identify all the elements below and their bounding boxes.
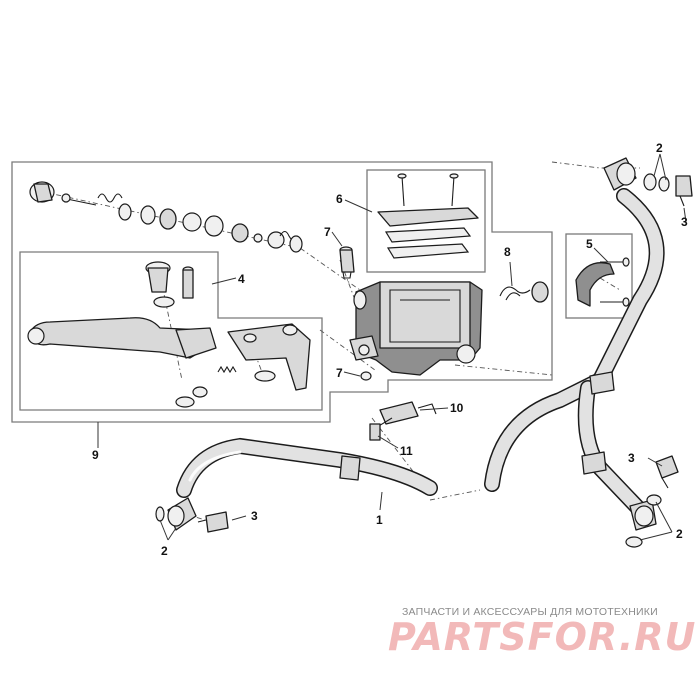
callout-2-top: 2 — [656, 141, 663, 155]
banjo-bolts — [655, 175, 693, 489]
piston-seal-kit — [29, 181, 303, 253]
brake-lever — [27, 261, 311, 408]
callout-6: 6 — [336, 192, 343, 206]
callout-3-top: 3 — [681, 215, 688, 229]
callout-11: 11 — [400, 444, 413, 458]
callout-2-right: 2 — [676, 527, 683, 541]
handlebar-clamp — [575, 257, 630, 307]
brake-hose-left — [167, 437, 438, 533]
callout-4: 4 — [238, 272, 245, 286]
clamp-frame — [565, 233, 633, 319]
bleed-screw — [339, 246, 372, 381]
callout-2-left: 2 — [161, 544, 168, 558]
callout-3-right: 3 — [628, 451, 635, 465]
callout-3-left: 3 — [251, 509, 258, 523]
washers — [155, 173, 670, 548]
callout-5: 5 — [586, 237, 593, 251]
reservoir-cap-frame — [366, 169, 486, 273]
callout-1: 1 — [376, 513, 383, 527]
callout-10: 10 — [450, 401, 464, 415]
master-cylinder-body — [349, 281, 483, 376]
callout-labels: 2 3 5 6 7 8 4 7 10 11 9 3 1 3 2 2 — [92, 141, 688, 558]
clip-pin — [499, 281, 549, 303]
brake-hose-right — [484, 157, 665, 531]
callout-leaders — [97, 153, 687, 541]
callout-8: 8 — [504, 245, 511, 259]
assembly-frame — [11, 161, 553, 423]
callout-7-bottom: 7 — [336, 366, 343, 380]
watermark-logo: PARTSFOR.RU — [388, 615, 697, 659]
callout-7-top: 7 — [324, 225, 331, 239]
callout-9: 9 — [92, 448, 99, 462]
reservoir-cap-kit — [377, 173, 479, 259]
watermark-tagline: ЗАПЧАСТИ И АКСЕССУАРЫ ДЛЯ МОТОТЕХНИКИ — [402, 606, 658, 618]
lever-subframe — [19, 251, 323, 411]
brake-light-switch — [369, 401, 437, 441]
